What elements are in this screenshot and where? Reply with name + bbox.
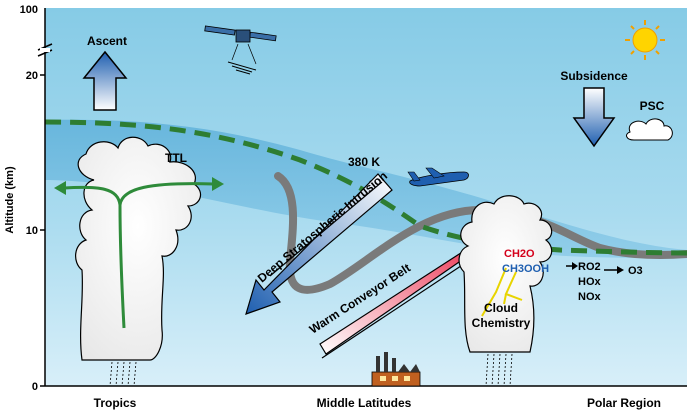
y-axis-label: Altitude (km): [4, 166, 16, 234]
tropopause-dashed-line: [44, 119, 687, 256]
nox-label: NOx: [578, 291, 602, 303]
convective-flow-arrows: [63, 182, 215, 329]
cloud-chemistry-links: [481, 267, 523, 317]
tick-10: 10: [26, 225, 38, 237]
tropical-cloud: [75, 136, 202, 387]
ch2o-label: CH2O: [504, 248, 535, 260]
factory-icon: [371, 352, 421, 387]
flow-arrowhead-right: [212, 177, 224, 191]
tick-100: 100: [20, 4, 38, 16]
ascent-arrow: [82, 50, 128, 111]
isentrope-380k-line: [274, 172, 687, 294]
ttl-label: TTL: [165, 151, 187, 165]
ch3ooh-label: CH3OOH: [502, 263, 549, 275]
psc-label: PSC: [640, 99, 665, 113]
subsidence-label: Subsidence: [560, 69, 628, 83]
o3-label: O3: [628, 265, 643, 277]
tick-0: 0: [32, 381, 38, 393]
deep-stratospheric-intrusion-arrow: [245, 173, 393, 315]
psc-cloud: [626, 118, 673, 141]
airplane-icon: [407, 167, 469, 187]
cloud-chemistry-label-2: Chemistry: [472, 316, 531, 330]
flow-arrowhead-left: [54, 181, 66, 195]
hox-label: HOx: [578, 276, 602, 288]
satellite-icon: [204, 25, 277, 75]
isentrope-380k-label: 380 K: [348, 155, 380, 169]
region-tropics: Tropics: [94, 396, 137, 410]
cloud-chemistry-label-1: Cloud: [484, 301, 518, 315]
ro2-label: RO2: [578, 261, 601, 273]
sun-icon: [625, 20, 665, 60]
region-midlatitudes: Middle Latitudes: [317, 396, 412, 410]
ascent-label: Ascent: [87, 34, 127, 48]
subsidence-arrow: [572, 87, 616, 148]
midlatitude-cloud: [458, 195, 553, 387]
region-polar: Polar Region: [587, 396, 661, 410]
y-axis: [37, 8, 687, 387]
chemistry-arrow: [566, 262, 624, 274]
tick-20: 20: [26, 70, 38, 82]
